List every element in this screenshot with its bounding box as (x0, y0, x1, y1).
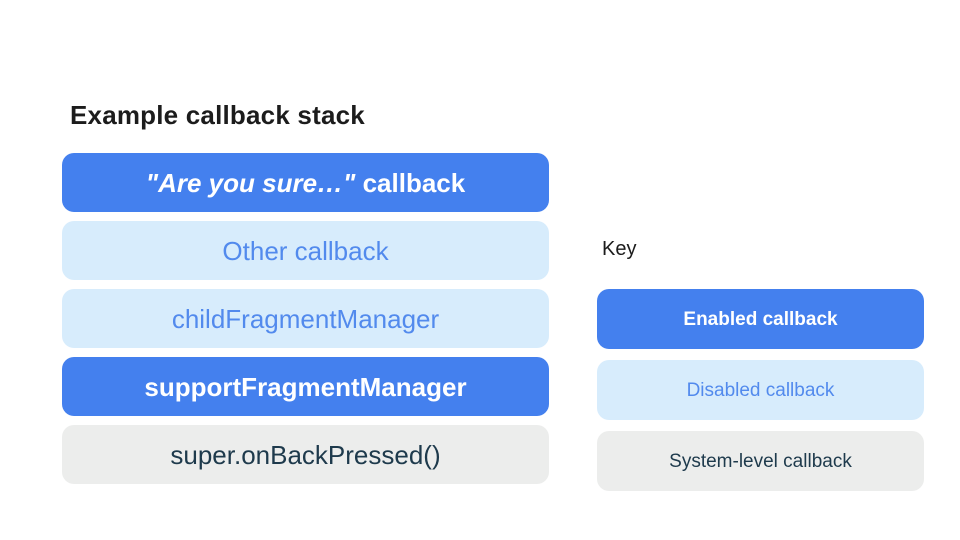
stack-title: Example callback stack (70, 100, 365, 130)
key-item-disabled-callback: Disabled callback (597, 360, 924, 420)
key-item-enabled-callback: Enabled callback (597, 289, 924, 349)
stack-item-label-quoted: "Are you sure…" (145, 167, 356, 198)
stack-item-are-you-sure-callback: "Are you sure…" callback (62, 153, 549, 212)
stack-item-super-onbackpressed: super.onBackPressed() (62, 425, 549, 484)
stack-item-label-rest: callback (355, 167, 466, 198)
callback-stack: "Are you sure…" callback Other callback … (62, 153, 549, 484)
key-legend: Enabled callback Disabled callback Syste… (597, 289, 924, 491)
stack-item-other-callback: Other callback (62, 221, 549, 280)
key-title: Key (602, 238, 637, 260)
stack-item-child-fragment-manager: childFragmentManager (62, 289, 549, 348)
key-item-system-level-callback: System-level callback (597, 431, 924, 491)
stack-item-support-fragment-manager: supportFragmentManager (62, 357, 549, 416)
